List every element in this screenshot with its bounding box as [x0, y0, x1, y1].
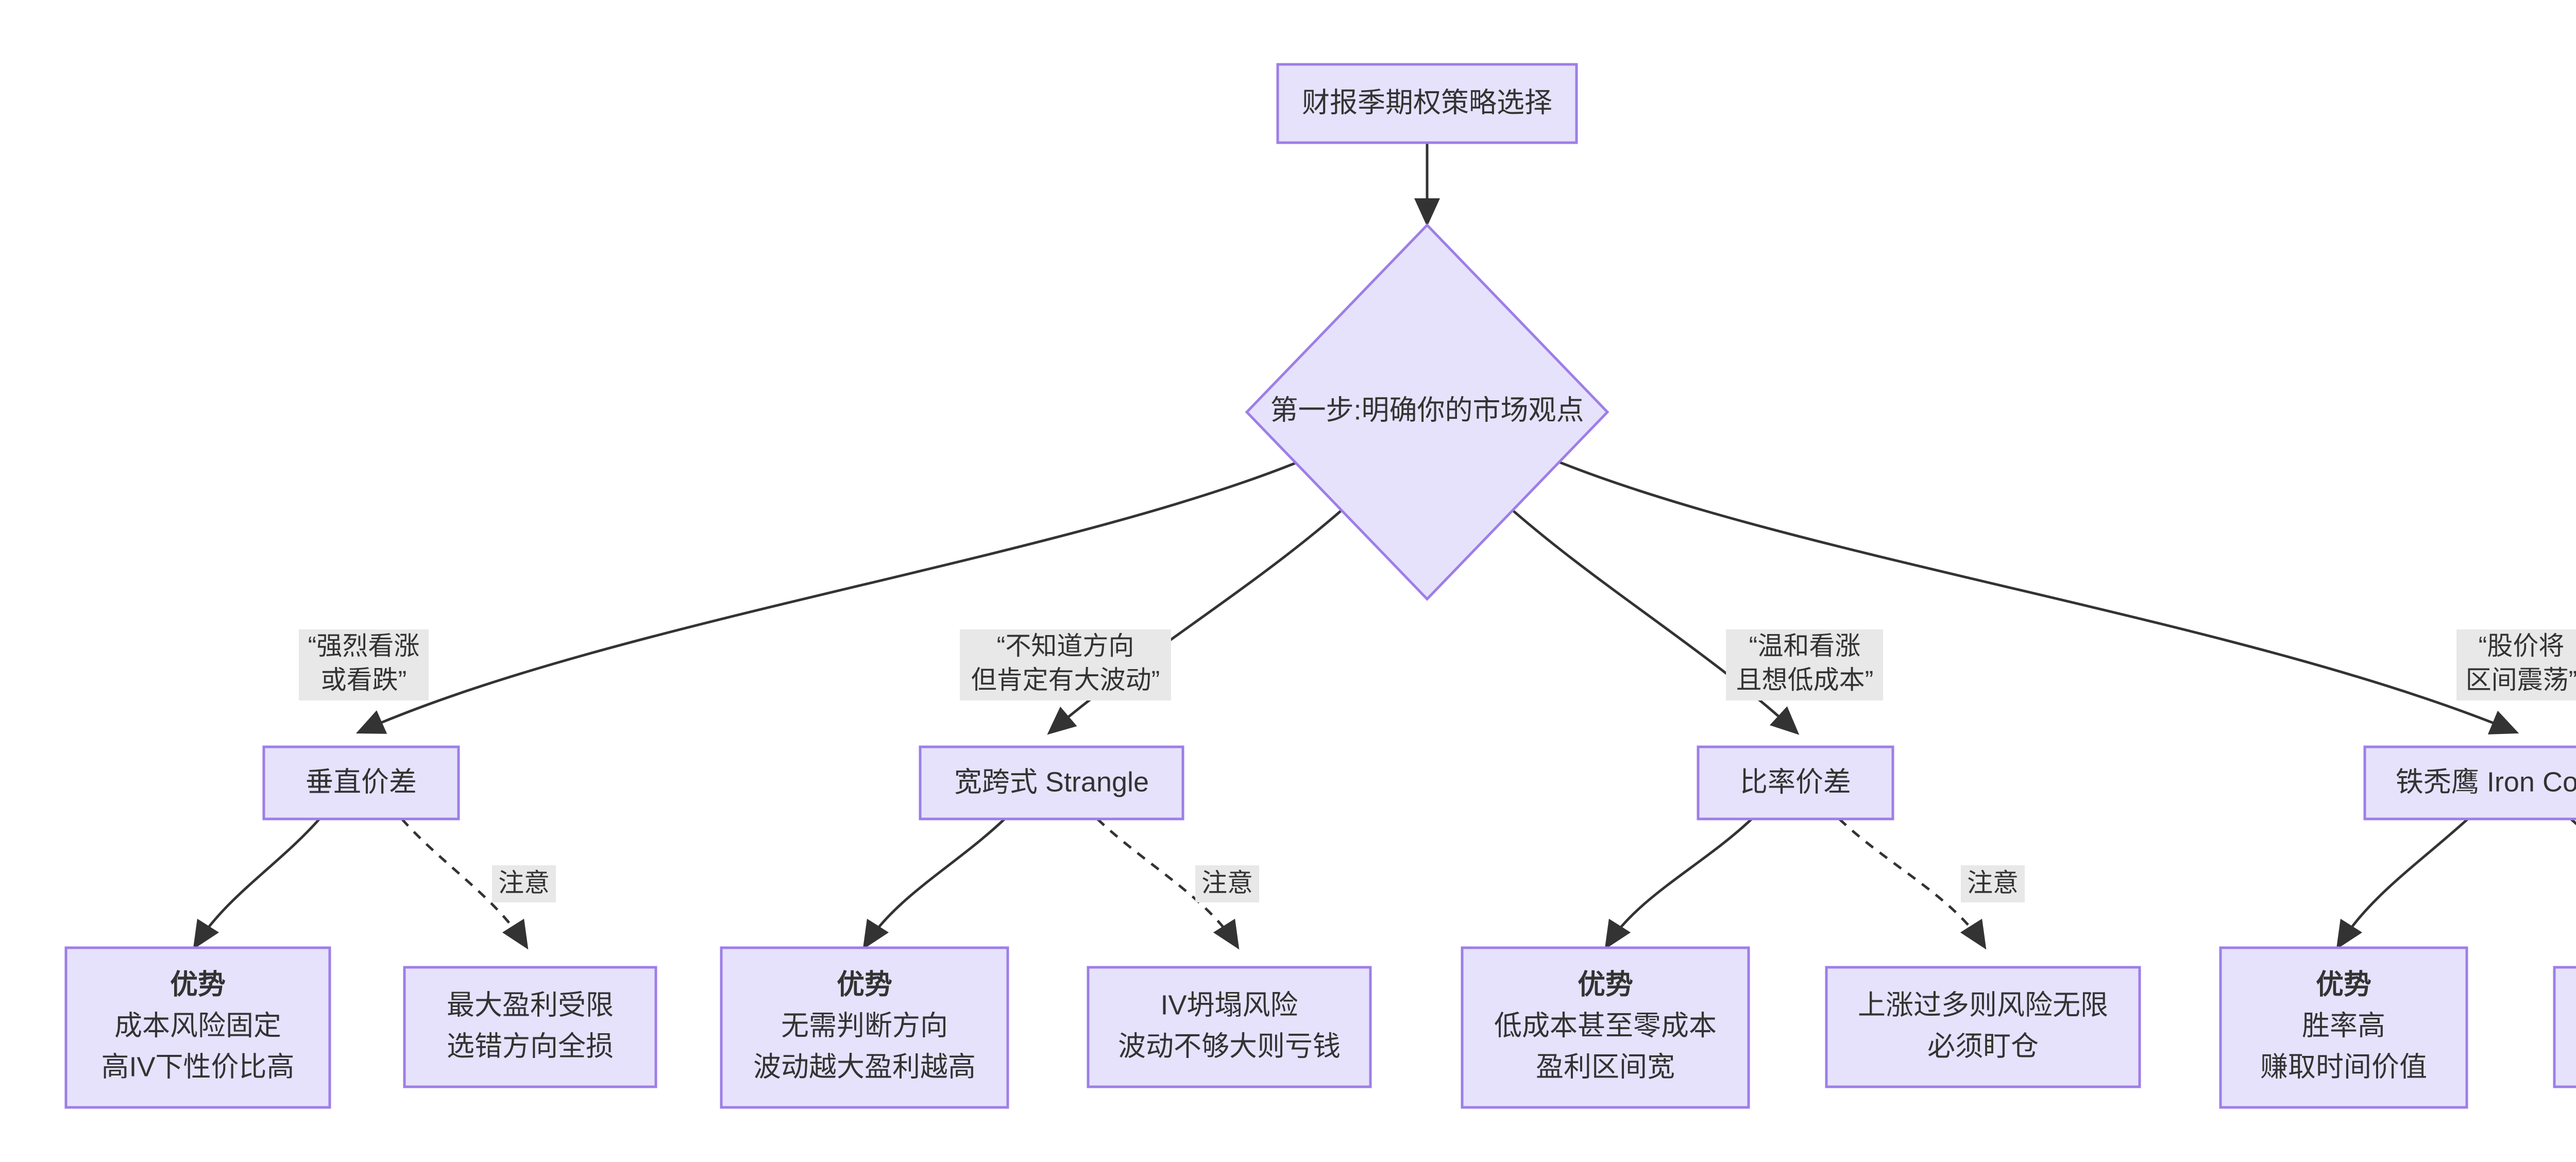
node-strategy-iron-condor[interactable]: 铁秃鹰 Iron Condor — [2363, 745, 2576, 821]
edge-label-branch-1-line2: 或看跌” — [321, 665, 407, 694]
node-strategy-strangle[interactable]: 宽跨式 Strangle — [919, 745, 1184, 821]
edge-strategy-1-to-advantage — [193, 818, 320, 950]
node-advantage-2-line2: 波动越大盈利越高 — [753, 1051, 976, 1082]
node-caution-3[interactable]: 上涨过多则风险无限 必须盯仓 — [1825, 966, 2141, 1088]
node-caution-1-line1: 最大盈利受限 — [447, 989, 614, 1020]
edge-strategy-1-to-caution — [401, 818, 529, 950]
edge-label-branch-3: “温和看涨 且想低成本” — [1726, 629, 1883, 700]
node-advantage-4-title: 优势 — [2316, 969, 2371, 1000]
edge-decision-to-strategy-4 — [1537, 452, 2519, 734]
node-caution-2-line1: IV坍塌风险 — [1160, 989, 1298, 1020]
node-caution-2-line2: 波动不够大则亏钱 — [1118, 1031, 1341, 1062]
node-advantage-3-line2: 盈利区间宽 — [1536, 1051, 1675, 1082]
nodes-layer: 财报季期权策略选择 第一步:明确你的市场观点 垂直价差 宽跨式 Strangle… — [64, 63, 2576, 1109]
node-advantage-3-title: 优势 — [1578, 969, 1633, 1000]
node-caution-2[interactable]: IV坍塌风险 波动不够大则亏钱 — [1087, 966, 1372, 1088]
edge-label-caution-2-text: 注意 — [1201, 868, 1253, 897]
node-advantage-3-line1: 低成本甚至零成本 — [1494, 1010, 1717, 1041]
edge-label-branch-4-line1: “股价将 — [2479, 631, 2565, 660]
edge-strategy-4-to-advantage — [2336, 818, 2469, 950]
node-decision-step1[interactable]: 第一步:明确你的市场观点 — [1245, 223, 1609, 601]
node-advantage-2-title: 优势 — [837, 969, 892, 1000]
edge-label-branch-1: “强烈看涨 或看跌” — [299, 629, 429, 700]
edges-layer — [193, 143, 2576, 950]
node-advantage-2[interactable]: 优势 无需判断方向 波动越大盈利越高 — [720, 946, 1009, 1109]
node-caution-4[interactable]: 涨跌超范围则大亏 “温水煮青蛙” — [2553, 966, 2576, 1088]
edge-labels-layer: “强烈看涨 或看跌” “不知道方向 但肯定有大波动” “温和看涨 且想低成本” … — [299, 629, 2576, 902]
node-advantage-4-line2: 赚取时间价值 — [2260, 1051, 2427, 1082]
edge-label-branch-3-line1: “温和看涨 — [1749, 631, 1861, 660]
node-advantage-1-line2: 高IV下性价比高 — [101, 1051, 294, 1082]
node-caution-1-line2: 选错方向全损 — [447, 1031, 614, 1062]
edge-label-branch-2-line1: “不知道方向 — [997, 631, 1134, 660]
node-advantage-1[interactable]: 优势 成本风险固定 高IV下性价比高 — [64, 946, 331, 1109]
node-caution-3-line2: 必须盯仓 — [1927, 1031, 2039, 1062]
node-advantage-2-line1: 无需判断方向 — [781, 1010, 948, 1041]
node-decision-step1-label: 第一步:明确你的市场观点 — [1270, 395, 1584, 425]
edge-label-branch-1-line1: “强烈看涨 — [308, 631, 420, 660]
edge-label-caution-3-text: 注意 — [1967, 868, 2019, 897]
edge-label-caution-2: 注意 — [1195, 865, 1259, 902]
edge-strategy-4-to-caution — [2570, 818, 2576, 826]
edge-decision-to-strategy-1 — [355, 452, 1319, 734]
node-strategy-1-label: 垂直价差 — [306, 766, 417, 797]
node-advantage-4[interactable]: 优势 胜率高 赚取时间价值 — [2219, 946, 2468, 1109]
edge-strategy-2-to-caution — [1096, 818, 1240, 950]
node-root-label: 财报季期权策略选择 — [1302, 87, 1552, 118]
edge-label-branch-4: “股价将 区间震荡” — [2456, 629, 2576, 700]
edge-label-caution-3: 注意 — [1961, 865, 2025, 902]
node-strategy-2-label: 宽跨式 Strangle — [954, 766, 1149, 797]
node-strategy-ratio-spread[interactable]: 比率价差 — [1697, 745, 1894, 821]
edge-label-branch-2-line2: 但肯定有大波动” — [971, 665, 1160, 694]
edge-label-branch-4-line2: 区间震荡” — [2466, 665, 2576, 694]
edge-label-caution-1-text: 注意 — [498, 868, 550, 897]
node-advantage-1-title: 优势 — [170, 969, 226, 1000]
node-advantage-3[interactable]: 优势 低成本甚至零成本 盈利区间宽 — [1461, 946, 1750, 1109]
edge-strategy-3-to-advantage — [1604, 818, 1753, 950]
edge-label-branch-2: “不知道方向 但肯定有大波动” — [960, 629, 1171, 700]
edge-label-branch-3-line2: 且想低成本” — [1736, 665, 1874, 694]
node-advantage-1-line1: 成本风险固定 — [114, 1010, 281, 1041]
node-root[interactable]: 财报季期权策略选择 — [1276, 63, 1578, 144]
node-caution-1[interactable]: 最大盈利受限 选错方向全损 — [403, 966, 657, 1088]
edge-label-caution-1: 注意 — [492, 865, 556, 902]
node-strategy-vertical-spread[interactable]: 垂直价差 — [262, 745, 460, 821]
node-caution-3-line1: 上涨过多则风险无限 — [1858, 989, 2108, 1020]
node-strategy-3-label: 比率价差 — [1740, 766, 1851, 797]
node-strategy-4-label: 铁秃鹰 Iron Condor — [2396, 766, 2576, 797]
node-advantage-4-line1: 胜率高 — [2302, 1010, 2385, 1041]
edge-strategy-2-to-advantage — [862, 818, 1006, 950]
